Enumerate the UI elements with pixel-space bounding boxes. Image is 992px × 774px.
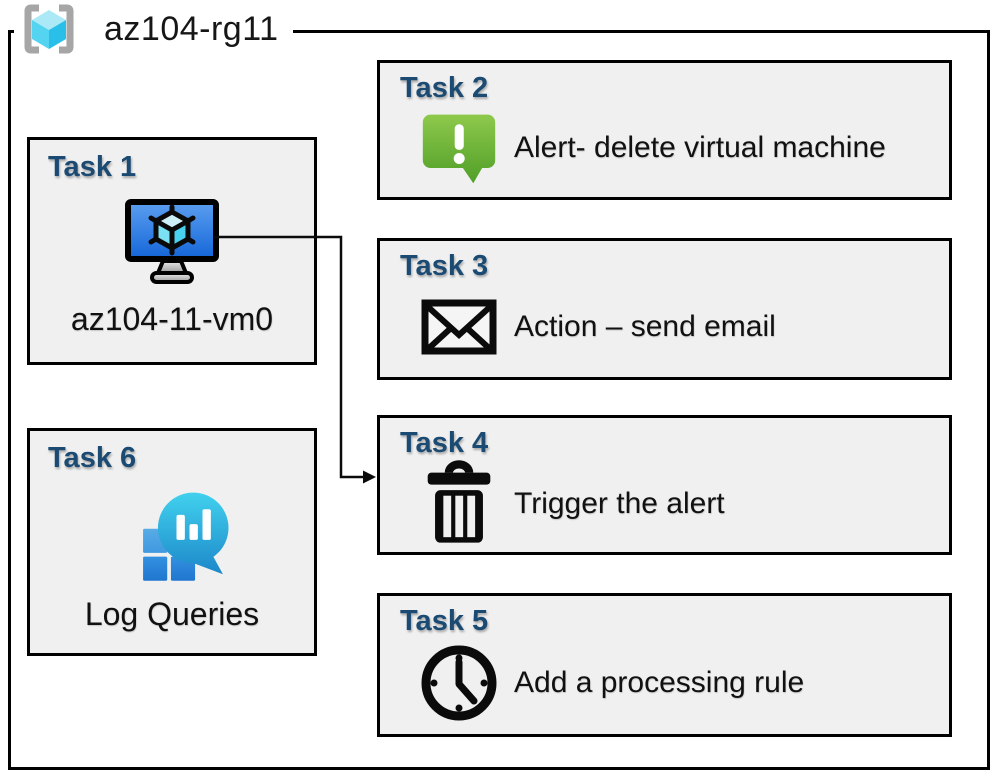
log-analytics-icon [143,492,229,581]
task2-caption: Alert- delete virtual machine [514,131,886,164]
clock-icon [421,645,497,721]
task6-box: Task 6 [27,428,317,656]
task5-title: Task 5 [400,605,489,637]
trash-icon [427,460,491,543]
task5-box: Task 5 Add a processing rule [377,593,952,737]
resource-group-name: az104-rg11 [104,9,279,48]
task3-caption: Action – send email [514,310,776,343]
task5-caption: Add a processing rule [514,666,805,699]
alert-message-icon [422,114,496,184]
task2-box: Task 2 Alert- delete virtual machine [377,60,952,200]
virtual-machine-icon [125,199,219,284]
resource-group-icon [24,4,74,54]
email-envelope-icon [421,299,497,355]
task3-title: Task 3 [400,250,489,282]
task4-box: Task 4 Trigger the alert [377,415,952,555]
task1-caption: az104-11-vm0 [70,301,274,337]
task6-title: Task 6 [48,442,137,474]
task4-title: Task 4 [400,427,489,459]
task6-caption: Log Queries [84,596,260,632]
task1-title: Task 1 [48,151,137,183]
resource-group-header: az104-rg11 [14,0,293,58]
task2-title: Task 2 [400,72,489,104]
task3-box: Task 3 Action – send email [377,238,952,380]
task4-caption: Trigger the alert [514,487,725,520]
task1-box: Task 1 [27,137,317,365]
